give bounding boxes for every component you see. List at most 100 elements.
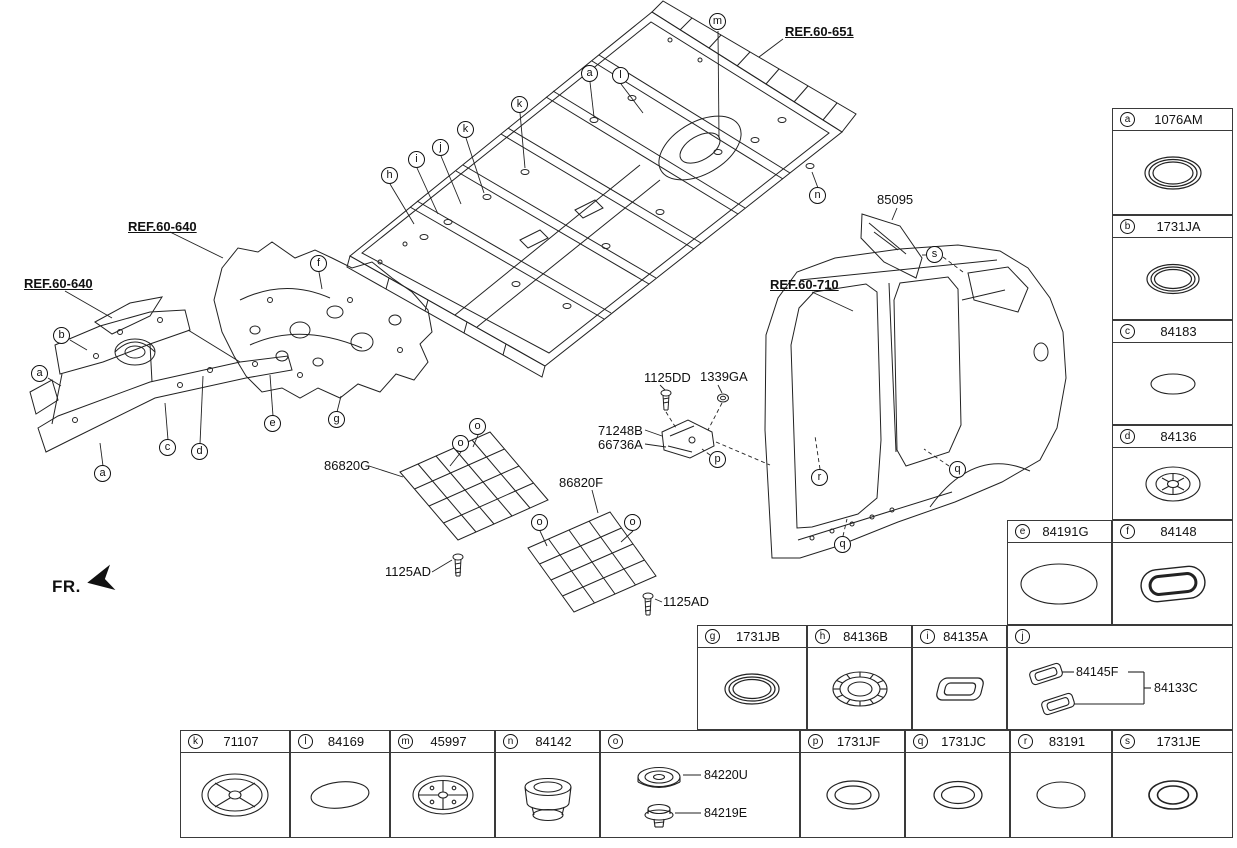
part-label-66736A: 66736A bbox=[598, 437, 643, 452]
part-label-71248B: 71248B bbox=[598, 423, 643, 438]
part-number: 84219E bbox=[704, 806, 748, 820]
part-label-86820F: 86820F bbox=[559, 475, 604, 490]
legend-cell-o[interactable]: o 84220U 84219E bbox=[600, 730, 800, 838]
legend-cell-n[interactable]: n 84142 bbox=[495, 730, 600, 838]
dashed-leader-lines bbox=[665, 254, 964, 537]
callout-o-4[interactable]: o bbox=[624, 514, 641, 531]
legend-cell-m[interactable]: m 45997 bbox=[390, 730, 495, 838]
callout-b[interactable]: b bbox=[53, 327, 70, 344]
legend-cell-i[interactable]: i 84135A bbox=[912, 625, 1007, 730]
under-cover-86820G-drawing bbox=[399, 431, 549, 541]
callout-letter: a bbox=[1120, 112, 1135, 127]
pad-85095-drawing bbox=[860, 213, 923, 279]
oval-pad-icon bbox=[1011, 753, 1111, 837]
cross-round-plug-icon bbox=[181, 753, 289, 837]
ref-60-640-dash-link[interactable]: REF.60-640 bbox=[128, 219, 197, 234]
under-cover-86820F-drawing bbox=[527, 511, 657, 613]
cup-grommet-icon bbox=[496, 753, 599, 837]
callout-o-1[interactable]: o bbox=[469, 418, 486, 435]
ring-plug-icon bbox=[1113, 753, 1232, 837]
legend-cell-h[interactable]: h 84136B bbox=[807, 625, 912, 730]
oval-grommet-icon bbox=[1113, 543, 1232, 624]
callout-h[interactable]: h bbox=[381, 167, 398, 184]
leader-lines bbox=[47, 30, 898, 603]
callout-m[interactable]: m bbox=[709, 13, 726, 30]
ring-plug-icon bbox=[1113, 131, 1232, 214]
callout-c[interactable]: c bbox=[159, 439, 176, 456]
callout-a-floor[interactable]: a bbox=[581, 65, 598, 82]
callout-a-front-1[interactable]: a bbox=[31, 365, 48, 382]
callout-r[interactable]: r bbox=[811, 469, 828, 486]
callout-f[interactable]: f bbox=[310, 255, 327, 272]
part-label-1125DD: 1125DD bbox=[644, 370, 691, 385]
oval-pad-icon bbox=[291, 753, 389, 837]
callout-e[interactable]: e bbox=[264, 415, 281, 432]
nut-1339GA-drawing bbox=[717, 393, 729, 403]
callout-d[interactable]: d bbox=[191, 443, 208, 460]
callout-o-2[interactable]: o bbox=[452, 435, 469, 452]
fr-direction-arrow-icon bbox=[87, 564, 116, 591]
callout-l[interactable]: l bbox=[612, 67, 629, 84]
callout-p[interactable]: p bbox=[709, 451, 726, 468]
callout-q-2[interactable]: q bbox=[834, 536, 851, 553]
ref-60-651-link[interactable]: REF.60-651 bbox=[785, 24, 854, 39]
crimped-round-plug-icon bbox=[808, 648, 911, 729]
bolt-1125AD-left-drawing bbox=[452, 553, 464, 577]
ring-plug-icon bbox=[1113, 238, 1232, 319]
callout-n[interactable]: n bbox=[809, 187, 826, 204]
callout-q-1[interactable]: q bbox=[949, 461, 966, 478]
legend-cell-a[interactable]: a 1076AM bbox=[1112, 108, 1233, 215]
callout-i[interactable]: i bbox=[408, 151, 425, 168]
part-label-86820G: 86820G bbox=[324, 458, 371, 473]
callout-g[interactable]: g bbox=[328, 411, 345, 428]
floor-pan-drawing bbox=[346, 0, 857, 378]
legend-cell-e[interactable]: e 84191G bbox=[1007, 520, 1112, 625]
part-label-1125AD-left: 1125AD bbox=[385, 564, 432, 579]
legend-cell-b[interactable]: b 1731JA bbox=[1112, 215, 1233, 320]
oval-pad-icon bbox=[1113, 343, 1232, 424]
vented-round-plug-icon bbox=[391, 753, 494, 837]
part-label-1339GA: 1339GA bbox=[700, 369, 748, 384]
side-panel-drawing bbox=[764, 244, 1067, 559]
rect-plug-pair-illustration: 84145F 84133C bbox=[1008, 648, 1232, 729]
legend-cell-p[interactable]: p 1731JF bbox=[800, 730, 905, 838]
round-grommet-icon bbox=[637, 766, 681, 789]
bolt-1125DD-drawing bbox=[660, 389, 672, 411]
bolt-1125AD-right-drawing bbox=[642, 592, 654, 616]
legend-cell-q[interactable]: q 1731JC bbox=[905, 730, 1010, 838]
legend-cell-f[interactable]: f 84148 bbox=[1112, 520, 1233, 625]
callout-k-2[interactable]: k bbox=[457, 121, 474, 138]
part-number: 84145F bbox=[1076, 665, 1119, 679]
callout-j[interactable]: j bbox=[432, 139, 449, 156]
oval-pad-icon bbox=[1008, 543, 1111, 624]
legend-cell-r[interactable]: r 83191 bbox=[1010, 730, 1112, 838]
ref-60-710-link[interactable]: REF.60-710 bbox=[770, 277, 839, 292]
fr-label: FR. bbox=[52, 577, 81, 596]
part-number: 1076AM bbox=[1154, 112, 1203, 127]
part-number: 84133C bbox=[1154, 681, 1198, 695]
legend-cell-k[interactable]: k 71107 bbox=[180, 730, 290, 838]
legend-cell-c[interactable]: c 84183 bbox=[1112, 320, 1233, 425]
callout-o-3[interactable]: o bbox=[531, 514, 548, 531]
callout-a-front-2[interactable]: a bbox=[94, 465, 111, 482]
ref-60-640-front-link[interactable]: REF.60-640 bbox=[24, 276, 93, 291]
legend-cell-j[interactable]: j 84145F 84133C bbox=[1007, 625, 1233, 730]
callout-s[interactable]: s bbox=[926, 246, 943, 263]
ring-plug-icon bbox=[906, 753, 1009, 837]
legend-cell-l[interactable]: l 84169 bbox=[290, 730, 390, 838]
rect-plug-icon bbox=[913, 648, 1006, 729]
legend-cell-d[interactable]: d 84136 bbox=[1112, 425, 1233, 520]
grommet-pair-illustration: 84220U 84219E bbox=[601, 753, 799, 837]
part-label-85095: 85095 bbox=[877, 192, 914, 207]
legend-cell-g[interactable]: g 1731JB bbox=[697, 625, 807, 730]
slotted-round-plug-icon bbox=[1113, 448, 1232, 519]
bracket-71248B-drawing bbox=[661, 419, 715, 459]
legend-cell-s[interactable]: s 1731JE bbox=[1112, 730, 1233, 838]
front-member-drawing bbox=[29, 296, 293, 453]
pin-plug-icon bbox=[644, 803, 674, 828]
ring-plug-icon bbox=[698, 648, 806, 729]
callout-k-1[interactable]: k bbox=[511, 96, 528, 113]
part-number: 84220U bbox=[704, 768, 748, 782]
